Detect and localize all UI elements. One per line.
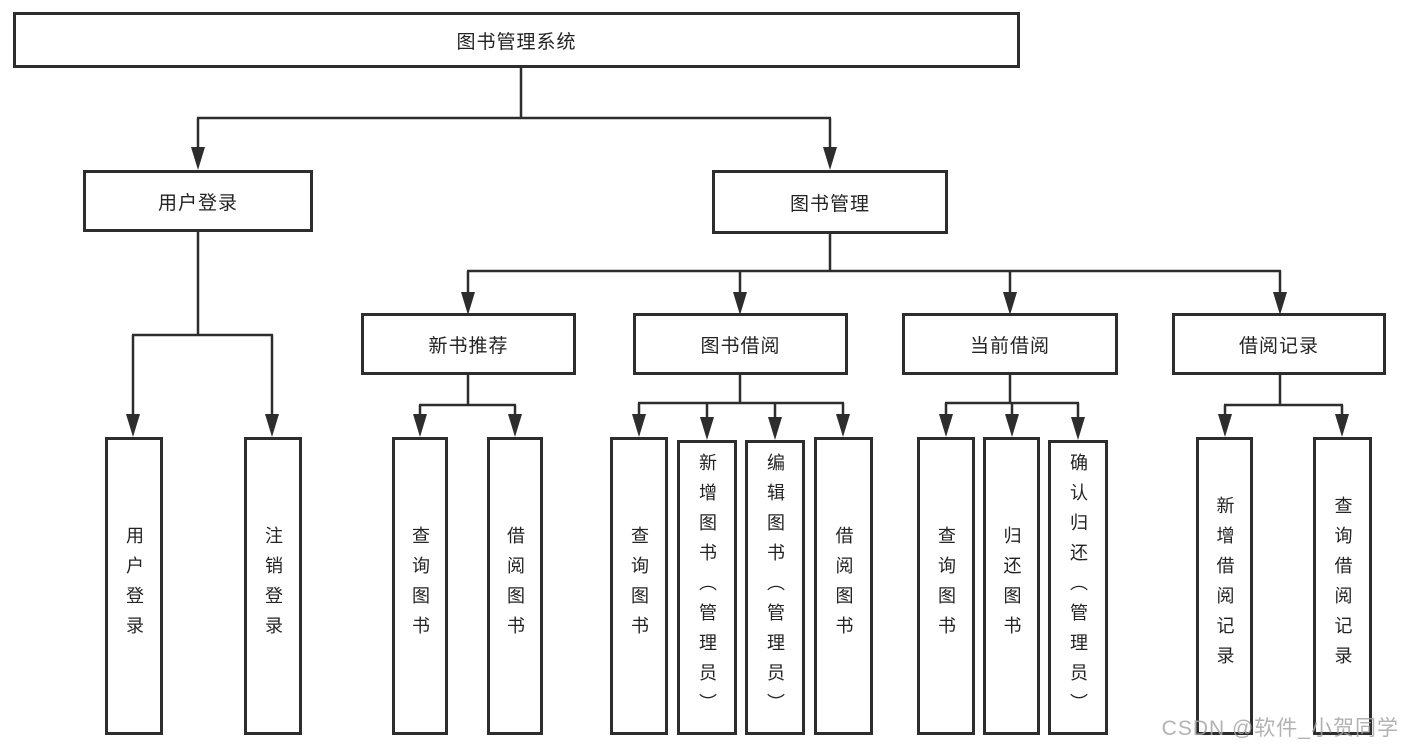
leaf-confirm-return-admin: 确认归还（管理员） bbox=[1048, 440, 1108, 735]
leaf-current-query-books-label: 查询图书 bbox=[936, 526, 956, 646]
leaf-query-borrow-record-label: 查询借阅记录 bbox=[1332, 496, 1353, 676]
node-user-login-label: 用户登录 bbox=[157, 192, 238, 214]
leaf-current-query-books: 查询图书 bbox=[917, 437, 975, 735]
leaf-return-books: 归还图书 bbox=[983, 437, 1040, 735]
node-book-management-label: 图书管理 bbox=[789, 193, 870, 215]
leaf-logout: 注销登录 bbox=[244, 437, 302, 735]
leaf-edit-book-admin-label: 编辑图书（管理员） bbox=[765, 452, 785, 723]
node-book-borrow: 图书借阅 bbox=[633, 313, 848, 375]
leaf-borrow-query-books-label: 查询图书 bbox=[629, 526, 649, 646]
node-book-borrow-label: 图书借阅 bbox=[700, 335, 781, 357]
leaf-user-login-label: 用户登录 bbox=[124, 526, 144, 646]
leaf-query-borrow-record: 查询借阅记录 bbox=[1313, 437, 1372, 735]
node-root-label: 图书管理系统 bbox=[456, 31, 577, 53]
leaf-add-book-admin-label: 新增图书（管理员） bbox=[697, 452, 717, 723]
node-root: 图书管理系统 bbox=[13, 12, 1020, 68]
leaf-borrow-query-books: 查询图书 bbox=[610, 437, 668, 735]
node-new-book-recommend: 新书推荐 bbox=[361, 313, 576, 375]
node-current-borrow-label: 当前借阅 bbox=[969, 335, 1050, 357]
node-borrow-records: 借阅记录 bbox=[1172, 313, 1386, 375]
leaf-edit-book-admin: 编辑图书（管理员） bbox=[745, 440, 805, 735]
leaf-logout-label: 注销登录 bbox=[263, 526, 283, 646]
node-book-management: 图书管理 bbox=[712, 170, 948, 234]
node-current-borrow: 当前借阅 bbox=[902, 313, 1118, 375]
leaf-add-borrow-record: 新增借阅记录 bbox=[1196, 437, 1253, 735]
leaf-user-login: 用户登录 bbox=[105, 437, 163, 735]
leaf-recommend-borrow-books: 借阅图书 bbox=[487, 437, 543, 735]
leaf-confirm-return-admin-label: 确认归还（管理员） bbox=[1068, 452, 1088, 723]
leaf-add-borrow-record-label: 新增借阅记录 bbox=[1214, 496, 1235, 676]
leaf-borrow-borrow-books-label: 借阅图书 bbox=[833, 526, 854, 646]
leaf-recommend-query-books-label: 查询图书 bbox=[410, 526, 430, 646]
leaf-add-book-admin: 新增图书（管理员） bbox=[677, 440, 737, 735]
leaf-recommend-query-books: 查询图书 bbox=[392, 437, 448, 735]
node-borrow-records-label: 借阅记录 bbox=[1238, 335, 1319, 357]
leaf-return-books-label: 归还图书 bbox=[1001, 526, 1022, 646]
leaf-recommend-borrow-books-label: 借阅图书 bbox=[505, 526, 525, 646]
node-user-login: 用户登录 bbox=[83, 170, 313, 232]
node-new-book-recommend-label: 新书推荐 bbox=[428, 335, 509, 357]
leaf-borrow-borrow-books: 借阅图书 bbox=[814, 437, 873, 735]
